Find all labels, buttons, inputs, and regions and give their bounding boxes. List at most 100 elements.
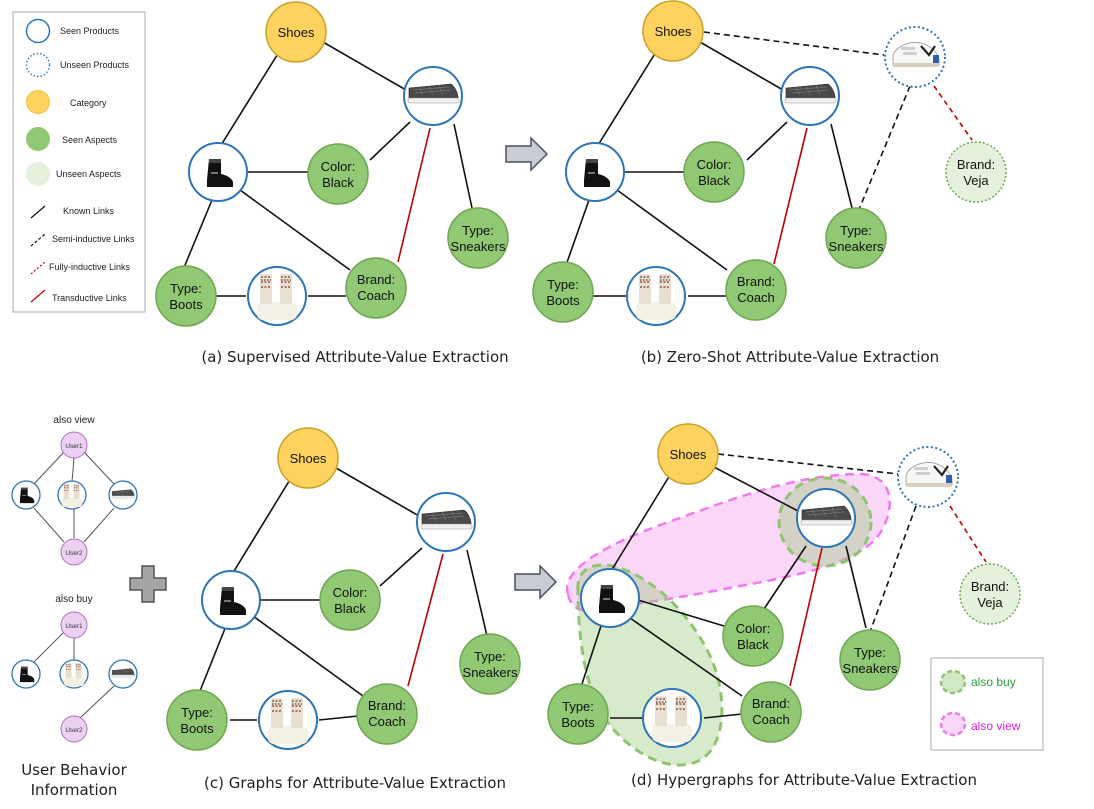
legend-seen-aspects: Seen Aspects [62, 135, 118, 145]
aspect-node-color-black [722, 605, 784, 667]
legend-known-links: Known Links [63, 206, 115, 216]
coach-label: Coach [368, 714, 406, 729]
shoes-label: Shoes [278, 25, 315, 40]
type-label: Type: [562, 699, 594, 714]
coach-label: Coach [737, 290, 775, 305]
plus-icon [129, 565, 167, 603]
aspect-node-type-sneakers [839, 629, 901, 691]
panel-b-edges [564, 31, 973, 297]
legend-semi-line [30, 233, 46, 247]
black-label: Black [322, 175, 354, 190]
boots-label: Boots [169, 297, 203, 312]
legend-unseen-aspects: Unseen Aspects [56, 169, 122, 179]
legend-semi-inductive-links: Semi-inductive Links [52, 234, 135, 244]
color-label: Color: [333, 585, 368, 600]
aspect-node-type-boots [532, 261, 594, 323]
color-label: Color: [697, 157, 732, 172]
panel-c: Shoes Color: Black Type: Sneakers Type: … [166, 427, 521, 792]
brand-label: Brand: [368, 698, 406, 713]
boots-label: Boots [561, 715, 595, 730]
veja-label: Veja [963, 173, 989, 188]
sneakers-label: Sneakers [463, 665, 518, 680]
caption-user-behavior-2: Information [31, 781, 118, 799]
legend-unseen-products: Unseen Products [60, 60, 130, 70]
shoes-label: Shoes [655, 24, 692, 39]
category-node-shoes [277, 427, 339, 489]
user-behavior: also view User1 User2 also buy User1 [11, 415, 138, 799]
brand-label: Brand: [971, 579, 1009, 594]
legend-category: Category [70, 98, 107, 108]
panel-b: Shoes Color: Black Type: Sneakers Type: … [532, 0, 1007, 366]
boots-label: Boots [180, 721, 214, 736]
panel-c-edges [197, 467, 488, 721]
boots-label: Boots [546, 293, 580, 308]
type-label: Type: [854, 645, 886, 660]
panel-d: Shoes Color: Black Type: Sneakers Type: … [547, 423, 1044, 789]
panel-a: Shoes Color: Black Type: Sneakers Type: … [155, 1, 509, 366]
unseen-aspect-node-brand-veja [945, 141, 1007, 203]
legend-transductive-line [30, 289, 46, 303]
color-label: Color: [736, 621, 771, 636]
aspect-node-type-sneakers [825, 207, 887, 269]
caption-c: (c) Graphs for Attribute-Value Extractio… [204, 774, 506, 792]
caption-b: (b) Zero-Shot Attribute-Value Extraction [641, 348, 939, 366]
also-view-swatch [939, 711, 967, 737]
aspect-node-color-black [307, 143, 369, 205]
caption-d: (d) Hypergraphs for Attribute-Value Extr… [631, 771, 977, 789]
aspect-node-color-black [319, 569, 381, 631]
sneakers-label: Sneakers [829, 239, 884, 254]
type-label: Type: [840, 223, 872, 238]
also-view-legend-label: also view [971, 719, 1021, 733]
type-label: Type: [474, 649, 506, 664]
legend-known-line [30, 205, 46, 219]
legend-unseen-products-swatch [25, 52, 51, 78]
coach-label: Coach [752, 712, 790, 727]
aspect-node-type-boots [155, 265, 217, 327]
aspect-node-type-boots [166, 689, 228, 751]
arrow-icon [505, 136, 549, 172]
user2-label: User2 [65, 727, 83, 734]
legend-unseen-aspects-swatch [26, 162, 50, 186]
legend-fully-inductive-links: Fully-inductive Links [49, 262, 131, 272]
veja-label: Veja [977, 595, 1003, 610]
legend-fully-line [30, 261, 46, 275]
category-node-shoes [265, 1, 327, 63]
user1-label: User1 [65, 443, 83, 450]
aspect-node-brand-coach [725, 259, 787, 321]
user1-node [60, 431, 88, 459]
type-label: Type: [181, 705, 213, 720]
caption-a: (a) Supervised Attribute-Value Extractio… [201, 348, 508, 366]
color-label: Color: [321, 159, 356, 174]
sneakers-label: Sneakers [843, 661, 898, 676]
user2-node [60, 715, 88, 743]
shoes-label: Shoes [290, 451, 327, 466]
legend-seen-products-swatch [25, 18, 51, 44]
aspect-node-brand-coach [356, 683, 418, 745]
unseen-aspect-node-brand-veja [959, 563, 1021, 625]
type-label: Type: [547, 277, 579, 292]
also-buy-swatch [939, 669, 967, 695]
also-view-title: also view [53, 415, 95, 426]
legend-seen-products: Seen Products [60, 26, 120, 36]
brand-label: Brand: [957, 157, 995, 172]
aspect-node-brand-coach [345, 257, 407, 319]
black-label: Black [334, 601, 366, 616]
user1-label: User1 [65, 623, 83, 630]
category-node-shoes [657, 423, 719, 485]
black-label: Black [698, 173, 730, 188]
aspect-node-type-sneakers [459, 633, 521, 695]
type-label: Type: [462, 223, 494, 238]
sneakers-label: Sneakers [451, 239, 506, 254]
category-node-shoes [642, 0, 704, 62]
legend: Seen Products Unseen Products Category S… [12, 11, 146, 313]
arrow-icon [514, 564, 558, 600]
black-label: Black [737, 637, 769, 652]
also-buy-title: also buy [55, 594, 92, 605]
panel-a-edges [182, 41, 473, 297]
shoes-label: Shoes [670, 447, 707, 462]
aspect-node-brand-coach [740, 681, 802, 743]
coach-label: Coach [357, 288, 395, 303]
also-buy-legend-label: also buy [971, 675, 1016, 689]
panel-d-edges [579, 453, 987, 719]
aspect-node-type-boots [547, 683, 609, 745]
